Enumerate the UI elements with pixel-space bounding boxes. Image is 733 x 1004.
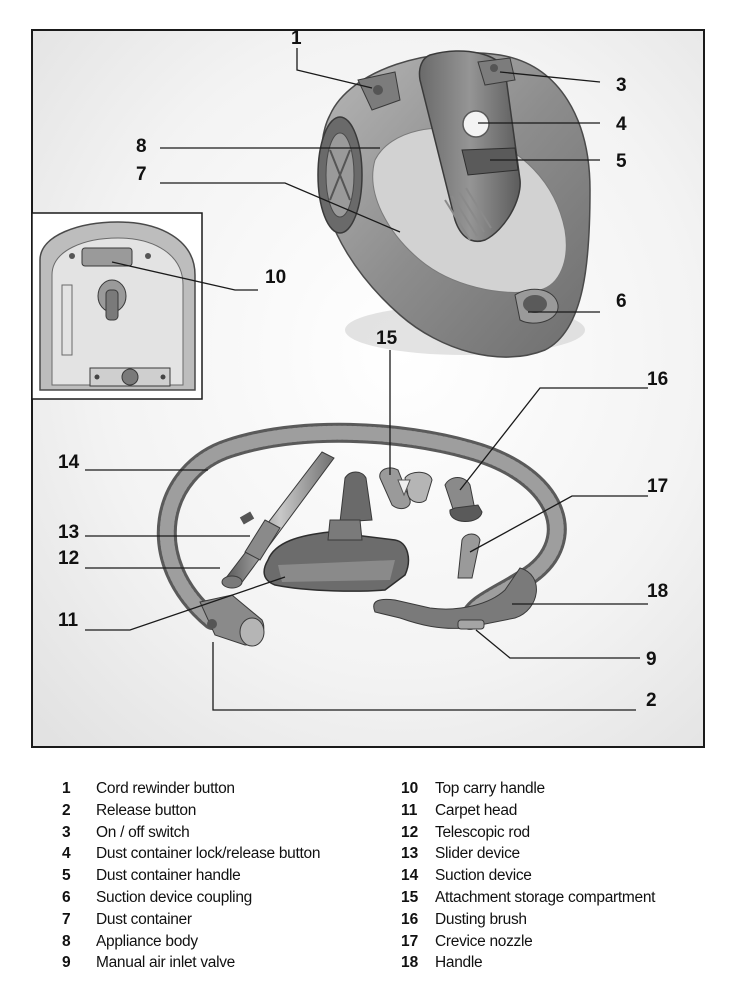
legend-number: 3 xyxy=(62,823,71,841)
legend-label: Attachment storage compartment xyxy=(435,888,656,906)
vacuum-body xyxy=(317,50,591,358)
legend-number: 15 xyxy=(401,888,419,906)
legend-label: Appliance body xyxy=(96,932,198,950)
legend-number: 5 xyxy=(62,867,71,885)
legend-number: 7 xyxy=(62,910,71,928)
callout-7: 7 xyxy=(136,164,147,185)
callout-10: 10 xyxy=(265,267,286,288)
legend-item: 6 Suction device coupling xyxy=(62,887,382,909)
legend-label: Top carry handle xyxy=(435,780,545,797)
legend-item: 7 Dust container xyxy=(62,909,382,931)
legend-label: Dust container handle xyxy=(96,867,241,885)
leader-lines xyxy=(85,48,648,711)
legend-left-column: 1 Cord rewinder button 2 Release button 3 O… xyxy=(62,778,382,974)
legend-number: 4 xyxy=(62,845,71,863)
legend-item: 17 Crevice nozzle xyxy=(401,931,721,953)
dust-container-handle[interactable] xyxy=(461,147,519,176)
legend-item: 1 Cord rewinder button xyxy=(62,778,382,800)
legend-label: Suction device coupling xyxy=(96,888,252,906)
legend-label: Telescopic rod xyxy=(435,823,530,841)
legend-item: 4 Dust container lock/release button xyxy=(62,843,382,865)
legend-item: 5 Dust container handle xyxy=(62,865,382,887)
suction-hose xyxy=(156,422,567,647)
callout-6: 6 xyxy=(616,291,627,312)
legend-item: 14 Suction device xyxy=(401,865,721,887)
legend-right-column: 10 Top carry handle 11 Carpet head 12 Teles… xyxy=(401,778,721,974)
legend-label: Carpet head xyxy=(435,801,518,819)
legend-number: 18 xyxy=(401,954,419,972)
slider-device[interactable] xyxy=(239,511,255,525)
callout-3: 3 xyxy=(616,75,627,96)
bottom-view-inset xyxy=(31,212,203,400)
callout-11: 11 xyxy=(58,610,79,631)
legend-item: 3 On / off switch xyxy=(62,822,382,844)
legend-number: 8 xyxy=(62,932,71,950)
callout-13: 13 xyxy=(58,522,79,543)
crevice-nozzle xyxy=(457,533,481,579)
legend-label: Dust container lock/release button xyxy=(96,845,321,863)
callout-8: 8 xyxy=(136,136,147,157)
legend-number: 16 xyxy=(401,910,419,928)
legend-number: 13 xyxy=(401,845,419,863)
callout-18: 18 xyxy=(647,581,668,602)
release-button[interactable] xyxy=(207,619,217,629)
legend-label: Cord rewinder button xyxy=(96,780,235,797)
legend-number: 1 xyxy=(62,780,71,797)
legend-number: 2 xyxy=(62,801,71,819)
legend-item: 18 Handle xyxy=(401,952,721,974)
legend-item: 13 Slider device xyxy=(401,843,721,865)
callout-9: 9 xyxy=(646,649,657,670)
legend-label: Suction device xyxy=(435,867,532,885)
legend-item: 15 Attachment storage compartment xyxy=(401,887,721,909)
legend-number: 10 xyxy=(401,780,419,797)
legend-number: 17 xyxy=(401,932,419,950)
callout-2: 2 xyxy=(646,690,657,711)
dusting-brush xyxy=(444,477,483,522)
callout-15: 15 xyxy=(376,328,398,349)
legend-number: 14 xyxy=(401,867,419,885)
attachment-storage xyxy=(379,467,433,510)
legend-item: 11 Carpet head xyxy=(401,800,721,822)
legend-label: Slider device xyxy=(435,845,520,863)
legend-label: Handle xyxy=(435,954,483,972)
callout-1: 1 xyxy=(291,28,302,49)
on-off-switch[interactable] xyxy=(477,57,516,86)
legend-number: 12 xyxy=(401,823,419,841)
top-carry-handle[interactable] xyxy=(81,247,133,267)
legend-item: 8 Appliance body xyxy=(62,931,382,953)
legend-number: 9 xyxy=(62,954,71,972)
legend-item: 16 Dusting brush xyxy=(401,909,721,931)
air-inlet-valve[interactable] xyxy=(457,619,485,630)
legend-item: 12 Telescopic rod xyxy=(401,822,721,844)
vacuum-diagram: 1 2 3 4 5 6 7 8 9 10 11 12 13 14 15 16 1… xyxy=(31,28,705,748)
legend-label: Release button xyxy=(96,801,197,819)
telescopic-rod xyxy=(221,451,335,589)
callout-16: 16 xyxy=(647,369,668,390)
legend-item: 2 Release button xyxy=(62,800,382,822)
carpet-head xyxy=(263,471,410,592)
callout-14: 14 xyxy=(58,452,80,473)
legend-label: Manual air inlet valve xyxy=(96,954,236,972)
callout-5: 5 xyxy=(616,151,627,172)
callout-17: 17 xyxy=(647,476,668,497)
legend-label: Dust container xyxy=(96,910,192,928)
legend-label: On / off switch xyxy=(96,823,190,841)
legend-item: 9 Manual air inlet valve xyxy=(62,952,382,974)
callout-12: 12 xyxy=(58,548,79,569)
hose-handle[interactable] xyxy=(373,567,537,629)
legend-label: Crevice nozzle xyxy=(435,932,533,950)
dust-container-lock-button[interactable] xyxy=(462,110,490,138)
callout-4: 4 xyxy=(616,114,627,135)
legend-number: 6 xyxy=(62,888,71,906)
legend-label: Dusting brush xyxy=(435,910,527,928)
legend-number: 11 xyxy=(401,801,418,819)
legend-item: 10 Top carry handle xyxy=(401,778,721,800)
